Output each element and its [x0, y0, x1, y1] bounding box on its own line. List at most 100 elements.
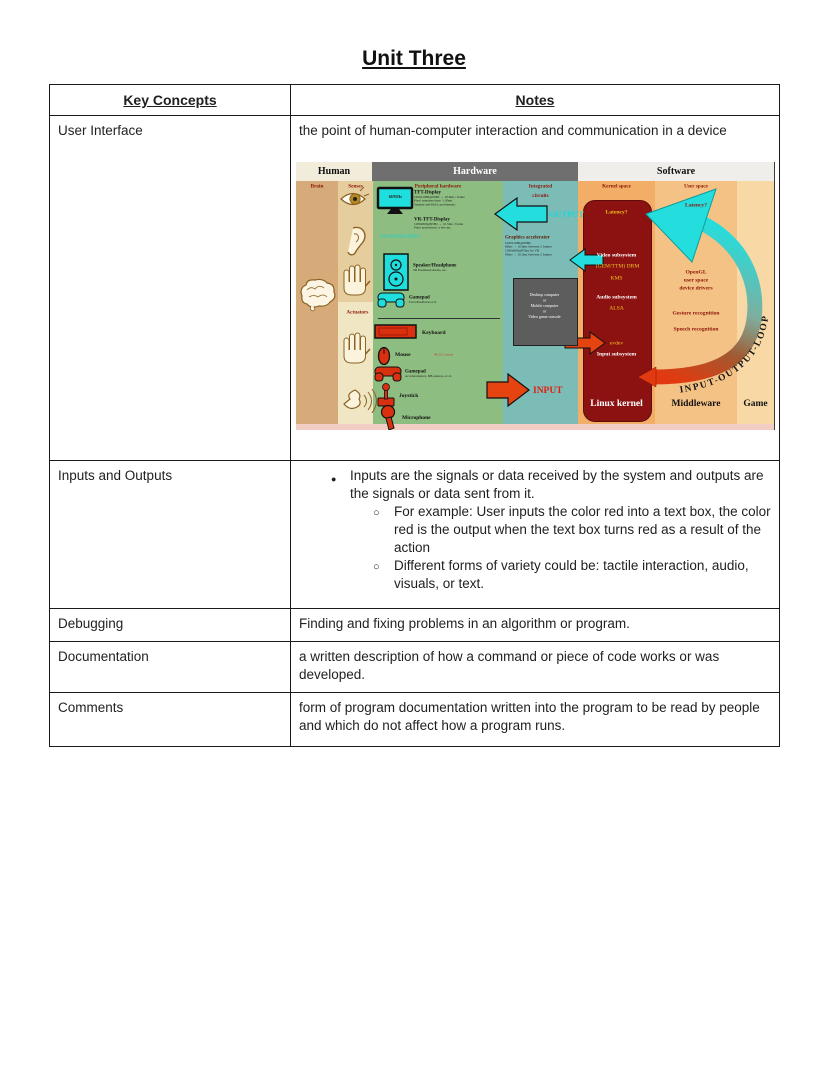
mouse-note: 40/125 counts [434, 352, 453, 357]
input-label: INPUT [533, 386, 563, 396]
vr-tft-display-details: 1280x800@95Hz → 10.5ms / frame Pixel per… [414, 222, 464, 230]
evdev-label: evdev [609, 339, 624, 346]
monitor-screen-label: 60/95Hz [388, 194, 402, 199]
concept-debugging: Debugging [49, 608, 291, 642]
ear-icon [347, 226, 366, 256]
subheader-senses: Senses [348, 183, 363, 190]
tft-display-details: 1920x1080@60Hz → 16.6ms / frame Pixel re… [414, 195, 465, 207]
subheader-user-space: User space [684, 183, 708, 190]
gamepad-output-label: Gamepad [409, 294, 430, 301]
gamepad-input-detail: Accelerometers, DB-sensors, et al. [405, 374, 452, 378]
speaker-icon [383, 253, 409, 291]
eye-icon [340, 186, 370, 206]
alsa-label: ALSA [609, 304, 624, 311]
peripheral-divider [378, 318, 500, 319]
list-item: Different forms of variety could be: tac… [299, 557, 771, 593]
linux-kernel-box [583, 200, 652, 422]
concept-user-interface: User Interface [49, 115, 291, 461]
human-header-band [296, 162, 372, 181]
input-subsystem-label: Input subsystem [596, 350, 637, 357]
hand-sense-icon [343, 264, 371, 296]
subheader-integrated: Integrated circuits [528, 183, 553, 199]
joystick-icon [377, 383, 395, 407]
hand-actuator-icon [343, 332, 371, 364]
speech-recognition-label: Speech recognition [673, 325, 719, 332]
audio-subsystem-label: Audio subsystem [596, 293, 637, 300]
table-row-debugging: Debugging Finding and fixing problems in… [49, 608, 780, 642]
keyboard-icon [374, 324, 417, 339]
concept-documentation: Documentation [49, 641, 291, 693]
list-item: For example: User inputs the color red i… [299, 503, 771, 557]
gamepad-input-label: Gamepad [405, 368, 426, 375]
keyboard-label: Keyboard [422, 329, 446, 336]
loop-cyan-arrowhead [645, 188, 717, 263]
note-comments: form of program documentation written in… [290, 692, 780, 747]
gesture-recognition-label: Gesture recognition [672, 309, 720, 316]
brain-icon [300, 278, 336, 312]
note-debugging: Finding and fixing problems in an algori… [290, 608, 780, 642]
page-title: Unit Three [362, 47, 466, 70]
notes-table: Key Concepts Notes User Interface the po… [49, 84, 780, 747]
hardware-header: Hardware [453, 166, 497, 177]
userspace-latency-label: Latency? [684, 201, 708, 208]
speaker-label: Speaker/Headphone [413, 262, 457, 269]
computer-box [513, 278, 578, 346]
joystick-label: Joystick [399, 392, 419, 399]
concept-comments: Comments [49, 692, 291, 747]
speech-icon [343, 388, 377, 414]
table-row-user-interface: User Interface the point of human-comput… [49, 115, 780, 461]
vr-tft-display-label: VR-TFT-Display [414, 216, 450, 223]
kernel-latency-label: Latency? [605, 208, 628, 215]
loop-red-tip [637, 366, 657, 388]
gpu-label: Graphics accelerator [505, 234, 550, 241]
loop-band [653, 215, 763, 385]
gpu-details: 1920x1080@60Hz: 60fps → 16.6ms between 2… [505, 241, 552, 257]
software-header-band [578, 162, 774, 181]
table-row-comments: Comments form of program documentation w… [49, 692, 780, 747]
microphone-icon [380, 404, 396, 430]
subheader-brain: Brain [310, 183, 324, 190]
gamepad-input-icon [374, 366, 402, 382]
linux-kernel-label: Linux kernel [590, 399, 643, 409]
kms-label: KMS [610, 274, 623, 281]
note-user-interface: the point of human-computer interaction … [299, 123, 727, 138]
opengl-line2: user space [683, 276, 709, 283]
column-header-notes: Notes [515, 92, 555, 108]
mouse-icon [377, 346, 391, 366]
note-documentation: a written description of how a command o… [290, 641, 780, 693]
monitor-icon [376, 186, 414, 214]
software-header: Software [656, 166, 696, 177]
gamepad-output-icon [377, 292, 405, 308]
tft-display-label: TFT-Display [414, 189, 442, 196]
list-item: Inputs are the signals or data received … [299, 467, 771, 503]
opengl-line3: device drivers [679, 284, 713, 291]
hardware-header-band [372, 162, 578, 181]
video-subsystem-label: Video subsystem [596, 251, 637, 258]
drm-label: (GEM/TTM) DRM [595, 262, 640, 269]
subheader-peripheral: Peripheral hardware [414, 183, 462, 190]
table-row-documentation: Documentation a written description of h… [49, 641, 780, 693]
inputs-outputs-list: Inputs are the signals or data received … [299, 467, 771, 593]
kms-arrow [569, 248, 604, 272]
column-header-key-concepts: Key Concepts [123, 92, 217, 108]
middleware-label: Middleware [671, 399, 721, 409]
mouse-label: Mouse [395, 351, 411, 358]
gamepad-output-detail: ForceFeedback et al. [409, 300, 437, 304]
game-label: Game [743, 399, 768, 409]
vr-low-persistence-link: Low-persistence display [380, 232, 420, 238]
table-row-inputs-outputs: Inputs and Outputs Inputs are the signal… [49, 460, 780, 609]
subheader-actuators: Actuators [346, 309, 369, 316]
computer-box-text: Desktop computer or Mobile computer or V… [528, 292, 561, 320]
diagram-graphics: INPUT-OUTPUT-LOOP [300, 186, 770, 430]
opengl-line1: OpenGL [685, 268, 707, 275]
microphone-label: Microphone [402, 414, 431, 421]
table-header-row: Key Concepts Notes [49, 84, 780, 116]
input-arrow [486, 372, 530, 408]
subheader-kernel-space: Kernel space [602, 183, 631, 190]
bottom-strip [296, 424, 774, 430]
speaker-detail: 3D Positional Audio, etc. [413, 268, 447, 272]
output-label: OUTPUT [549, 210, 585, 219]
concept-inputs-outputs: Inputs and Outputs [49, 460, 291, 609]
output-arrow [493, 196, 548, 232]
